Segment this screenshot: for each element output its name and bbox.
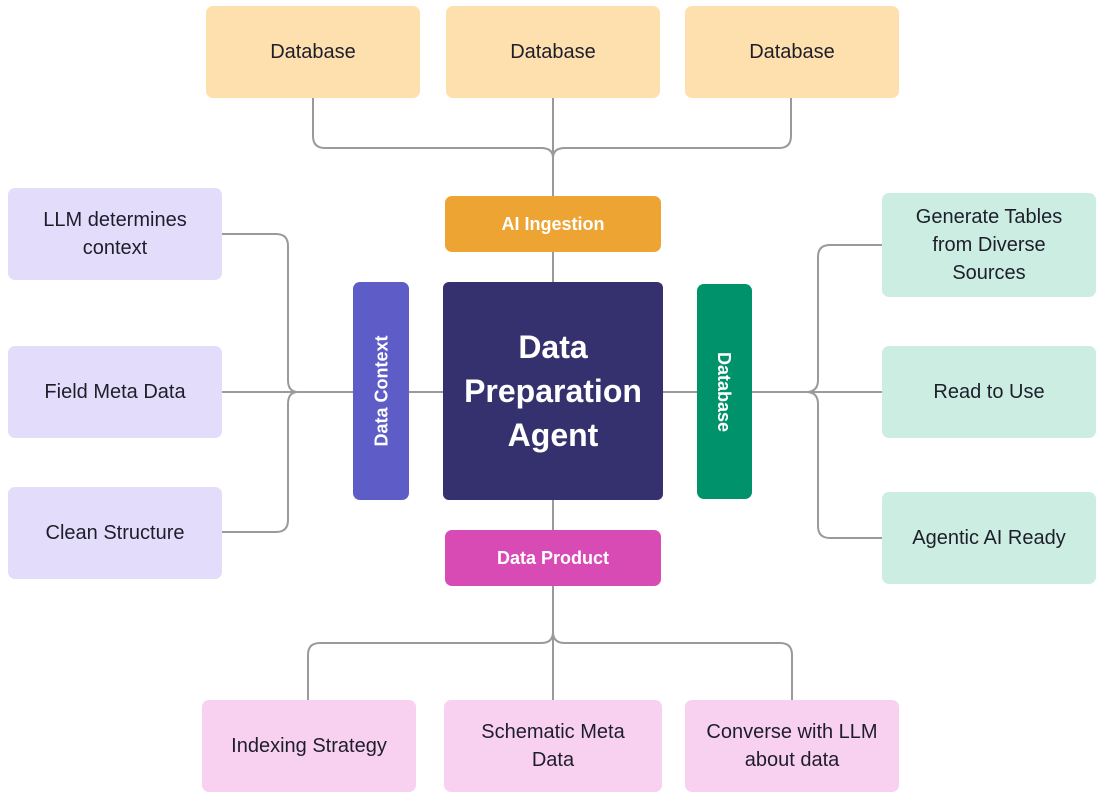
data-preparation-agent-box: Data Preparation Agent — [443, 282, 663, 500]
connector-right-top — [805, 244, 883, 393]
result-item-agentic-ai-ready-label: Agentic AI Ready — [912, 527, 1066, 549]
database-box-2: Database — [446, 6, 660, 98]
context-item-llm-context-label: LLM determines context — [43, 209, 187, 259]
data-product-box: Data Product — [445, 530, 661, 586]
connector-top-left — [312, 97, 554, 159]
product-item-converse-llm: Converse with LLM about data — [685, 700, 899, 792]
data-context-bar: Data Context — [353, 282, 409, 500]
product-item-indexing-strategy: Indexing Strategy — [202, 700, 416, 792]
ai-ingestion-label: AI Ingestion — [501, 214, 605, 234]
connector-bottom-left — [307, 631, 554, 701]
result-item-generate-tables-label: Generate Tables from Diverse Sources — [915, 206, 1063, 284]
result-item-agentic-ai-ready: Agentic AI Ready — [882, 492, 1096, 584]
data-product-label: Data Product — [496, 548, 610, 568]
connector-right-bottom — [805, 391, 883, 539]
connector-bottom-right — [552, 631, 793, 701]
product-item-schematic-meta: Schematic Meta Data — [444, 700, 662, 792]
product-item-converse-llm-label: Converse with LLM about data — [706, 721, 878, 771]
connector-left-top — [221, 233, 299, 393]
context-item-clean-structure-label: Clean Structure — [45, 522, 185, 544]
database-bar: Database — [697, 284, 752, 499]
database-box-1-label: Database — [270, 41, 356, 63]
result-item-read-to-use: Read to Use — [882, 346, 1096, 438]
context-item-field-meta-label: Field Meta Data — [44, 381, 186, 403]
context-item-llm-context: LLM determines context — [8, 188, 222, 280]
data-preparation-agent-title: Data Preparation Agent — [464, 329, 642, 453]
data-context-label: Data Context — [371, 335, 392, 447]
result-item-generate-tables: Generate Tables from Diverse Sources — [882, 193, 1096, 297]
database-bar-label: Database — [714, 351, 735, 432]
database-box-1: Database — [206, 6, 420, 98]
product-item-indexing-strategy-label: Indexing Strategy — [231, 735, 387, 757]
context-item-field-meta: Field Meta Data — [8, 346, 222, 438]
result-item-read-to-use-label: Read to Use — [933, 381, 1045, 403]
connector-top-right — [552, 97, 792, 159]
context-item-clean-structure: Clean Structure — [8, 487, 222, 579]
product-item-schematic-meta-label: Schematic Meta Data — [481, 721, 625, 771]
database-box-3-label: Database — [749, 41, 835, 63]
ai-ingestion-box: AI Ingestion — [445, 196, 661, 252]
connector-left-bottom — [221, 391, 299, 533]
database-box-3: Database — [685, 6, 899, 98]
database-box-2-label: Database — [510, 41, 596, 63]
